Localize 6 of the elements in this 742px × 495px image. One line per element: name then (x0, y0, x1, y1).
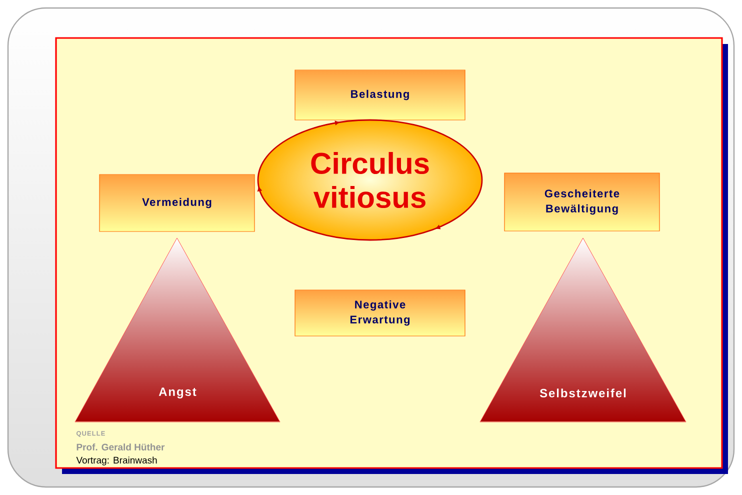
source-note: Prof. Gerald Hüther (76, 444, 165, 450)
text-box: Vermeidung (99, 174, 255, 232)
text-box: Gescheiterte Bewältigung (504, 172, 660, 232)
source-note: Vortrag: Brainwash (76, 456, 157, 466)
text-box: Belastung (294, 70, 466, 120)
text-box: Negative Erwartung (294, 290, 466, 336)
